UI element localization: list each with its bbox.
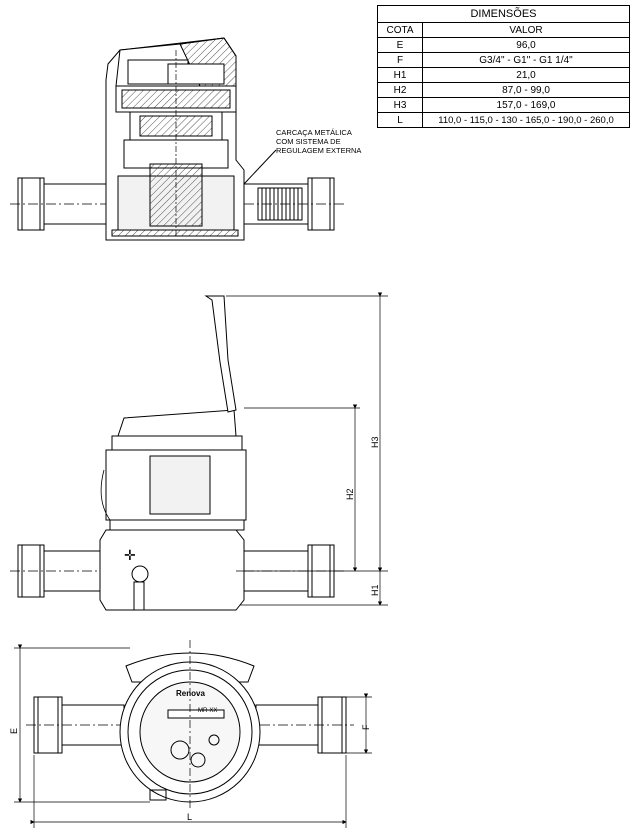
row-valor: G3/4" - G1" - G1 1/4" [422, 52, 630, 68]
table-row: H2 87,0 - 99,0 [377, 82, 630, 98]
table-row: H3 157,0 - 169,0 [377, 97, 630, 113]
side-view: ✛ [10, 295, 345, 611]
front-dimensions [14, 644, 372, 828]
row-valor: 110,0 - 115,0 - 130 - 165,0 - 190,0 - 26… [422, 112, 630, 128]
vertical-dimensions [226, 292, 388, 606]
svg-text:✛: ✛ [124, 547, 136, 563]
h1-label: H1 [370, 584, 380, 596]
row-cota: L [377, 112, 423, 128]
l-label: L [187, 812, 192, 822]
table-title: DIMENSÕES [377, 5, 630, 23]
dimensions-table: DIMENSÕES COTA VALOR E 96,0 F G3/4" - G1… [377, 5, 630, 128]
model-text: MR-XX [198, 708, 217, 714]
note-line: CARCAÇA METÁLICA [276, 128, 352, 137]
row-cota: H1 [377, 67, 423, 83]
row-cota: F [377, 52, 423, 68]
row-valor: 96,0 [422, 37, 630, 53]
e-label: E [9, 728, 19, 734]
header-cota: COTA [377, 22, 423, 38]
front-view [26, 640, 354, 810]
row-valor: 21,0 [422, 67, 630, 83]
h3-label: H3 [370, 436, 380, 448]
casing-note: CARCAÇA METÁLICA COM SISTEMA DE REGULAGE… [276, 128, 361, 155]
table-row: H1 21,0 [377, 67, 630, 83]
table-row: L 110,0 - 115,0 - 130 - 165,0 - 190,0 - … [377, 112, 630, 128]
note-line: COM SISTEMA DE [276, 137, 341, 146]
regulator-thread [257, 187, 303, 221]
brand-logo-text: Renova [176, 689, 205, 698]
header-valor: VALOR [422, 22, 630, 38]
note-line: REGULAGEM EXTERNA [276, 146, 362, 155]
row-valor: 87,0 - 99,0 [422, 82, 630, 98]
h2-label: H2 [345, 488, 355, 500]
section-view [10, 37, 345, 241]
row-cota: H2 [377, 82, 423, 98]
row-cota: H3 [377, 97, 423, 113]
table-row: F G3/4" - G1" - G1 1/4" [377, 52, 630, 68]
table-row: E 96,0 [377, 37, 630, 53]
row-valor: 157,0 - 169,0 [422, 97, 630, 113]
f-label: F [361, 724, 371, 730]
row-cota: E [377, 37, 423, 53]
